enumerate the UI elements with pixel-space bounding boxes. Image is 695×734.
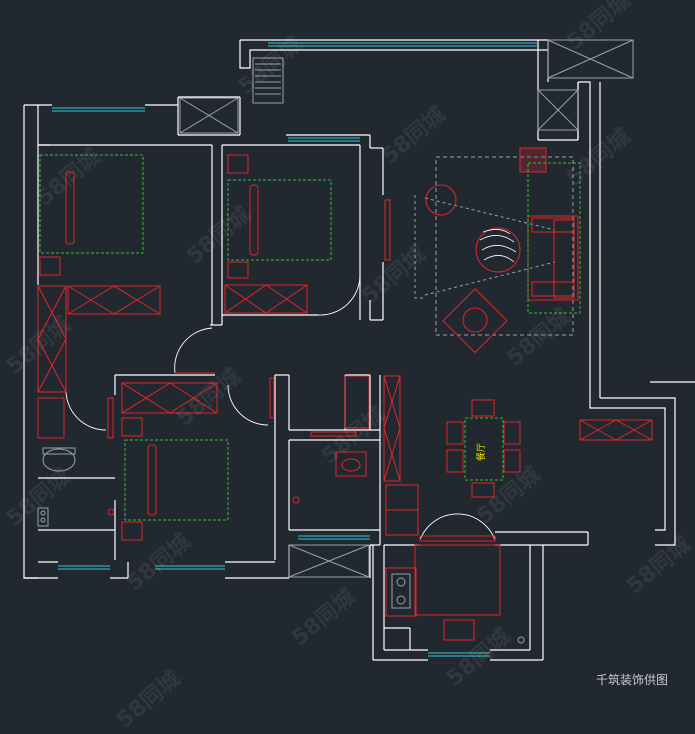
furniture-green [39, 154, 581, 521]
coffee-table-pattern [479, 229, 517, 263]
dining-room-label: 餐厅 [475, 443, 487, 461]
windows [52, 42, 538, 657]
fixtures [37, 39, 634, 644]
credit-text: 千筑装饰供图 [595, 673, 668, 687]
furniture-red [37, 147, 653, 641]
floor-plan: 餐厅 [23, 39, 695, 661]
doors [65, 273, 496, 541]
walls [23, 39, 695, 661]
